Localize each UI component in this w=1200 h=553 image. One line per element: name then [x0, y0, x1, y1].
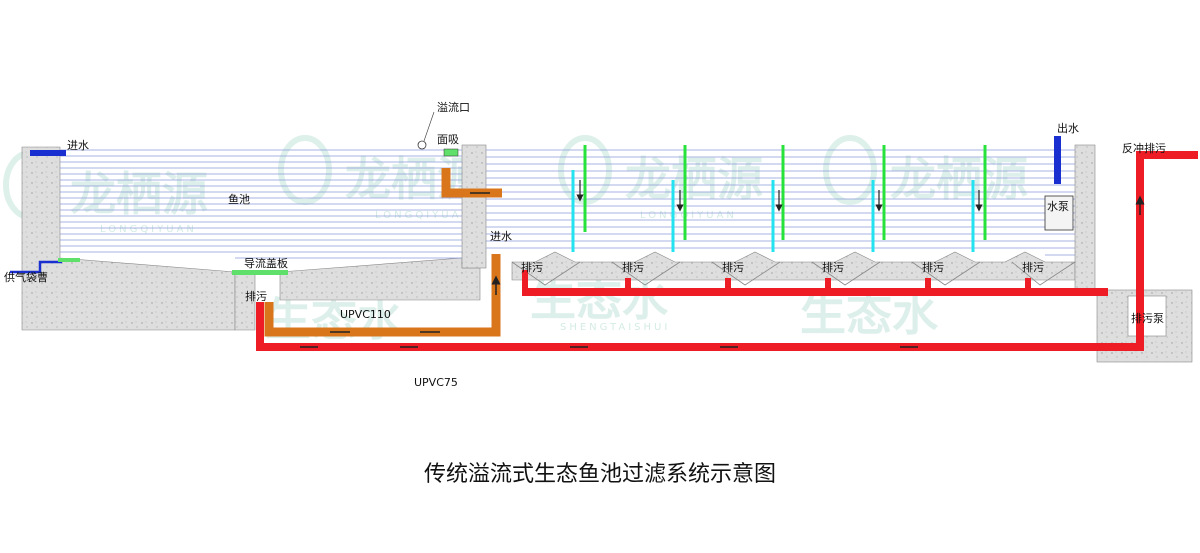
watermark-sub: 生态水	[530, 272, 669, 326]
drain-flow-arrows	[300, 200, 1140, 348]
watermark-brand: 龙栖源	[625, 152, 763, 206]
watermark-brand: 龙栖源	[70, 167, 208, 221]
overflow-port-icon	[417, 140, 427, 150]
drain-pump-pit-inner	[1127, 295, 1167, 337]
surface-skimmer-icon	[443, 148, 459, 157]
overflow-port-leader	[423, 111, 435, 142]
pond-floor	[279, 257, 481, 301]
water-pump-icon	[1044, 195, 1074, 231]
filter-chamber-hoppers	[511, 261, 1076, 286]
label-water-pump: 水泵	[1047, 200, 1069, 213]
label-filter-drain: 排污	[722, 260, 744, 274]
watermark-sub: 生态水	[265, 292, 404, 346]
water-lines	[60, 149, 1075, 259]
drain-main-pipe	[256, 151, 1198, 351]
label-fish-pond: 鱼池	[228, 192, 250, 206]
label-outlet: 出水	[1057, 121, 1079, 135]
filter-chamber-base	[511, 251, 1076, 281]
concrete-structure	[21, 144, 1193, 363]
watermark-sub-pinyin: SHENGTAISHUI	[560, 322, 670, 333]
deflector-plate	[232, 270, 288, 275]
label-filter-drain: 排污	[922, 260, 944, 274]
label-inlet-mid: 进水	[490, 230, 512, 243]
label-upvc75: UPVC75	[414, 376, 458, 389]
pipes	[10, 136, 1198, 351]
label-filter-drain: 排污	[822, 260, 844, 274]
label-drain-left: 排污	[245, 289, 267, 303]
label-filter-drain: 排污	[521, 260, 543, 274]
label-drain-pump: 排污泵	[1131, 311, 1164, 325]
filter-drain-risers	[522, 270, 1031, 296]
labels: 进水 鱼池 溢流口 面吸 进水 出水 水泵 反冲排污 供气袋曹 导流盖板 排污 …	[4, 100, 1166, 389]
label-backwash-drain: 反冲排污	[1122, 141, 1166, 155]
label-filter-drain: 排污	[1022, 260, 1044, 274]
air-supply-diffuser	[58, 258, 80, 262]
label-filter-drain: 排污	[622, 260, 644, 274]
overflow-flow-arrows	[330, 192, 496, 333]
label-upvc110: UPVC110	[340, 308, 391, 321]
label-overflow-port: 溢流口	[437, 100, 470, 114]
air-supply-pipe	[10, 260, 62, 274]
inlet-pipe-top	[30, 150, 66, 156]
outlet-pipe	[1054, 136, 1061, 184]
label-air-supply: 供气袋曹	[4, 270, 48, 284]
watermark-brand-pinyin: LONGQIYUAN	[375, 210, 472, 221]
label-surface-skimmer: 面吸	[437, 133, 459, 146]
pump-chamber-wall	[1074, 144, 1096, 296]
diagram-caption: 传统溢流式生态鱼池过滤系统示意图	[423, 462, 776, 487]
label-deflector-plate: 导流盖板	[244, 256, 288, 270]
overflow-chamber-wall	[461, 144, 487, 269]
watermark-brand-pinyin: LONGQIYUAN	[100, 224, 197, 235]
filter-media	[571, 145, 987, 252]
label-inlet-top: 进水	[67, 139, 89, 152]
watermark-brand-pinyin: LONGQIYUAN	[640, 210, 737, 221]
watermark-brand: 龙栖源	[890, 152, 1028, 206]
